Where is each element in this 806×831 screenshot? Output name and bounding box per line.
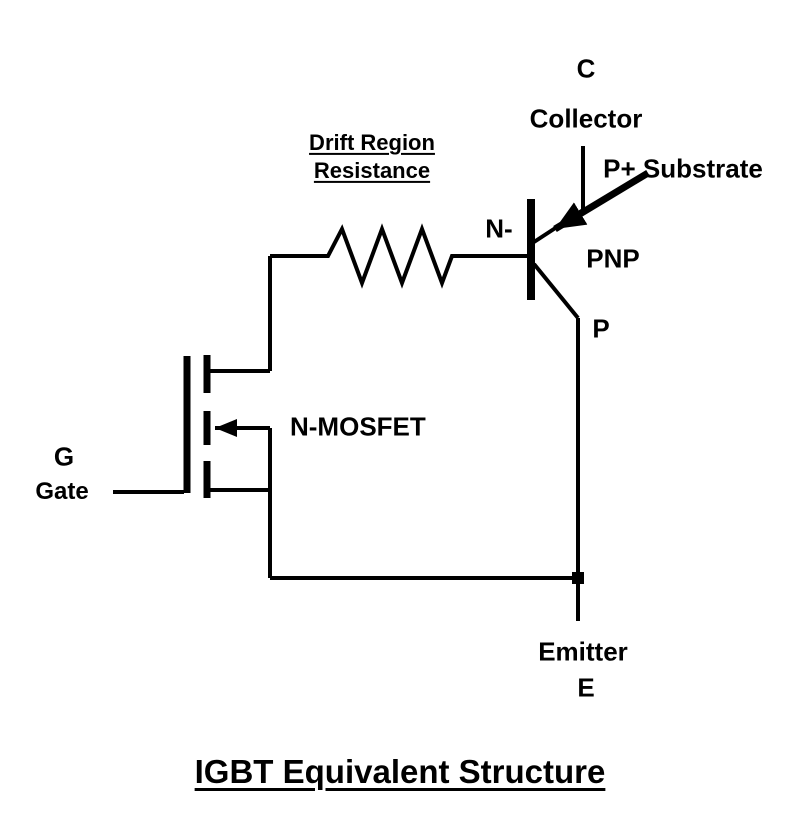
p-label: P (592, 313, 610, 344)
pnp-label: PNP (586, 243, 640, 274)
p-substrate-label: P+ Substrate (603, 153, 763, 184)
drift-region-resistor (270, 223, 528, 289)
emitter-terminal-letter: E (577, 672, 595, 703)
drift-region-label-line2: Resistance (313, 157, 431, 183)
gate-terminal-letter: G (53, 441, 75, 472)
collector-terminal-letter: C (576, 53, 596, 84)
emitter-label: Emitter (538, 636, 628, 667)
n-mosfet-label: N-MOSFET (290, 411, 426, 442)
collector-label: Collector (529, 103, 643, 134)
n-minus-label: N- (485, 213, 513, 244)
gate-label: Gate (35, 477, 89, 505)
diagram-title: IGBT Equivalent Structure (194, 753, 606, 790)
p-substrate-arrow-icon (553, 170, 650, 232)
drift-region-label-line1: Drift Region (309, 129, 435, 155)
pnp-collector-lead (532, 262, 580, 320)
